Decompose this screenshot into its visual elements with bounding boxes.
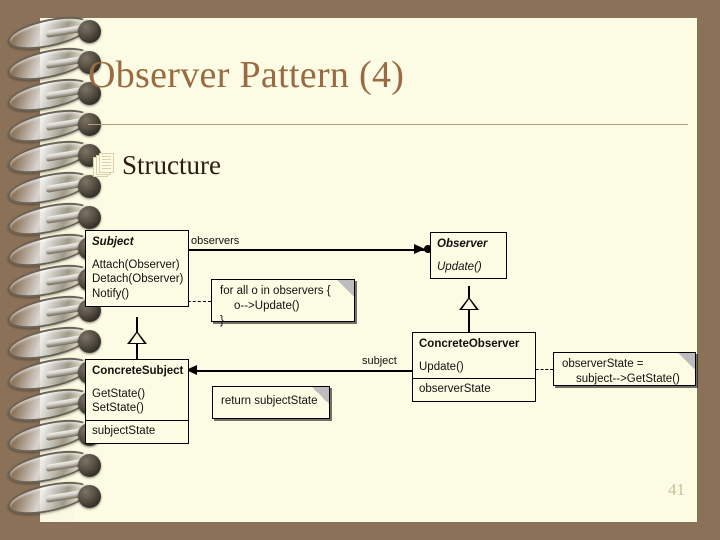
note-getstate[interactable]: return subjectState — [212, 386, 330, 419]
operation: SetState() — [92, 402, 144, 415]
class-operations-concrete-subject: GetState() SetState() — [86, 384, 188, 420]
class-operations-concrete-observer: Update() — [413, 357, 535, 379]
operation: GetState() — [92, 387, 146, 400]
spiral-coil — [8, 42, 101, 86]
bullet-structure: Structure — [93, 150, 221, 181]
note-line: o-->Update() — [234, 300, 300, 313]
class-attributes-concrete-observer: observerState — [413, 378, 535, 401]
gen-observer-line-bottom — [468, 309, 470, 332]
class-box-subject[interactable]: Subject Attach(Observer) Detach(Observer… — [85, 230, 189, 307]
class-name-concrete-observer: ConcreteObserver — [419, 338, 520, 350]
note-notify[interactable]: for all o in observers { o-->Update() } — [211, 279, 355, 327]
note-line: observerState = — [562, 358, 644, 370]
note-update[interactable]: observerState = subject-->GetState() — [553, 352, 696, 386]
gen-subject-triangle — [127, 331, 147, 344]
gen-subject-line-bottom — [136, 343, 138, 359]
title-divider — [88, 124, 688, 125]
observers-endpoint-dot — [424, 245, 432, 253]
class-name-concrete-subject: ConcreteSubject — [92, 365, 184, 377]
gen-subject-line-top — [136, 317, 138, 333]
note-line: } — [220, 315, 224, 328]
operation: Notify() — [92, 288, 130, 301]
stacked-pages-icon — [93, 152, 115, 179]
class-box-concrete-subject[interactable]: ConcreteSubject GetState() SetState() su… — [85, 359, 189, 444]
note-line: for all o in observers { — [220, 285, 331, 297]
operation: Update() — [437, 260, 482, 273]
gen-observer-line-top — [468, 286, 470, 298]
note-line: return subjectState — [221, 395, 318, 408]
observers-association-label: observers — [191, 235, 240, 247]
spiral-coil — [8, 445, 101, 489]
attribute: observerState — [419, 383, 491, 396]
operation: Attach(Observer) — [92, 258, 180, 271]
note-line: subject-->GetState() — [576, 373, 680, 386]
spiral-coil — [8, 166, 101, 210]
operation: Update() — [419, 360, 464, 373]
spiral-coil — [8, 11, 101, 55]
note-fold-corner — [337, 279, 355, 297]
class-name-observer: Observer — [437, 238, 488, 250]
spiral-coil — [8, 476, 101, 520]
page-number: 41 — [668, 480, 685, 499]
gen-observer-triangle — [459, 297, 479, 310]
page-title: Observer Pattern (4) — [88, 54, 405, 96]
observers-arrowhead — [414, 244, 425, 254]
class-box-observer[interactable]: Observer Update() — [430, 232, 507, 280]
subject-association-label: subject — [362, 355, 397, 367]
class-name-subject: Subject — [92, 236, 134, 248]
subject-association-line — [196, 370, 412, 372]
observers-association-line — [188, 249, 428, 251]
bullet-label: Structure — [122, 150, 221, 180]
note-fold-corner — [678, 352, 696, 370]
operation: Detach(Observer) — [92, 273, 184, 286]
spiral-coil — [8, 197, 101, 241]
spiral-coil — [8, 73, 101, 117]
class-operations-observer: Update() — [431, 257, 506, 279]
subject-arrowhead — [186, 365, 197, 375]
note-fold-corner — [312, 386, 330, 404]
class-operations-subject: Attach(Observer) Detach(Observer) Notify… — [86, 255, 188, 306]
class-box-concrete-observer[interactable]: ConcreteObserver Update() observerState — [412, 332, 536, 403]
class-attributes-concrete-subject: subjectState — [86, 420, 188, 443]
attribute: subjectState — [92, 425, 156, 438]
spiral-coil — [8, 321, 101, 365]
